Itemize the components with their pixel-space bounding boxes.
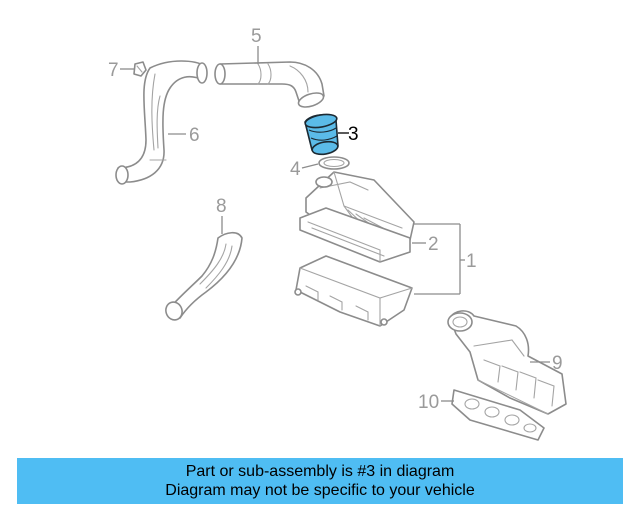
callout-3: 3 <box>348 124 359 145</box>
part-2-filter-element <box>299 207 411 263</box>
parts-diagram: 7 6 5 3 4 <box>108 26 567 441</box>
callout-1: 1 <box>466 251 477 272</box>
part-7-clamp <box>133 61 147 77</box>
info-banner: Part or sub-assembly is #3 in diagram Di… <box>17 458 623 504</box>
banner-line-2: Diagram may not be specific to your vehi… <box>165 482 475 499</box>
part-5-air-hose <box>214 61 325 108</box>
callout-10: 10 <box>418 392 439 413</box>
callout-2: 2 <box>428 234 439 255</box>
air-cleaner-lower-housing <box>294 255 413 327</box>
part-10-manifold-gasket <box>451 389 545 441</box>
part-6-intake-duct <box>115 60 208 185</box>
part-3-air-boot-highlighted <box>304 113 339 156</box>
callout-5: 5 <box>251 26 262 47</box>
callout-9: 9 <box>552 353 563 374</box>
part-8-inlet-duct <box>165 231 243 321</box>
leader-4 <box>301 163 319 169</box>
callout-4: 4 <box>290 159 301 180</box>
callout-8: 8 <box>216 196 227 217</box>
part-9-intake-manifold <box>447 310 567 415</box>
callout-6: 6 <box>189 125 200 146</box>
part-1-bracket <box>414 223 465 295</box>
part-4-gasket <box>318 156 350 170</box>
banner-line-1: Part or sub-assembly is #3 in diagram <box>185 463 455 480</box>
callout-7: 7 <box>108 60 119 81</box>
